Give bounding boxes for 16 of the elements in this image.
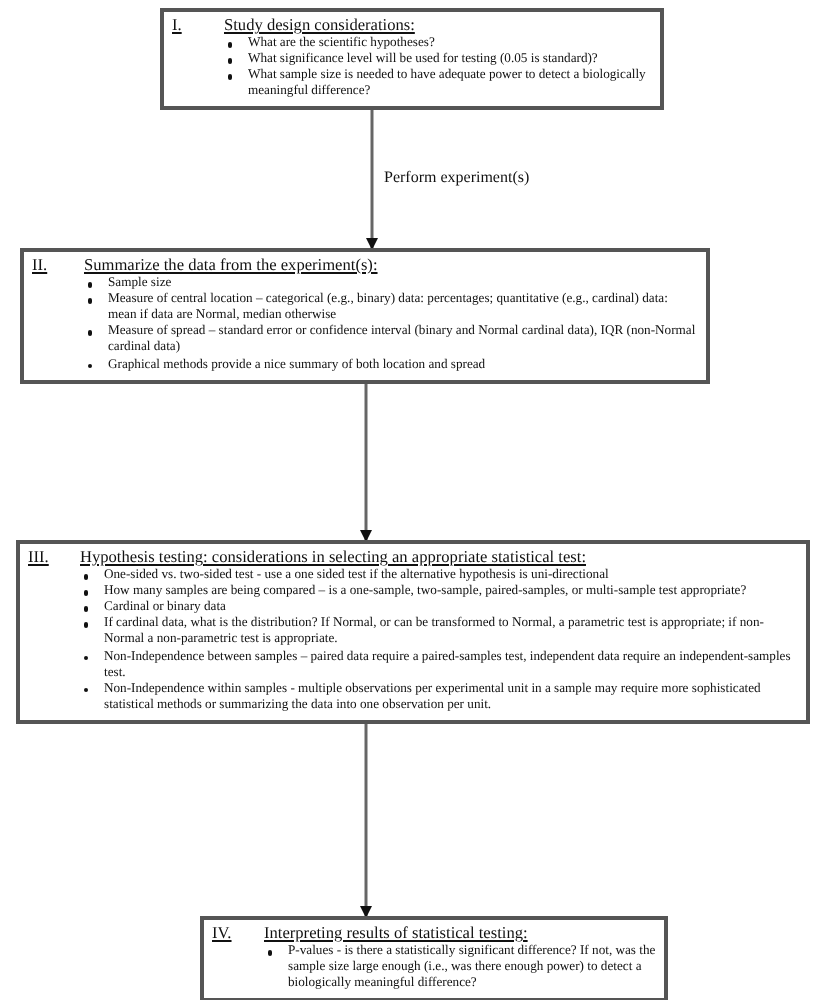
arrow [366, 110, 378, 250]
section-number: II. [32, 256, 50, 277]
process-box [200, 916, 668, 1000]
section-heading: Hypothesis testing: considerations in selecting an appropriate statistical test: [80, 548, 586, 568]
process-box [20, 248, 710, 384]
section-number: IV. [212, 924, 234, 945]
section-heading: Interpreting results of statistical testing: [264, 924, 528, 944]
section-number: III. [28, 548, 51, 569]
arrow [360, 384, 372, 542]
section-heading: Summarize the data from the experiment(s): [84, 256, 378, 276]
arrow [360, 724, 372, 918]
section-heading: Study design considerations: [224, 16, 415, 36]
edge-label: Perform experiment(s) [384, 167, 530, 185]
process-box [16, 540, 810, 724]
section-number: I. [172, 16, 184, 37]
process-box [160, 8, 664, 111]
